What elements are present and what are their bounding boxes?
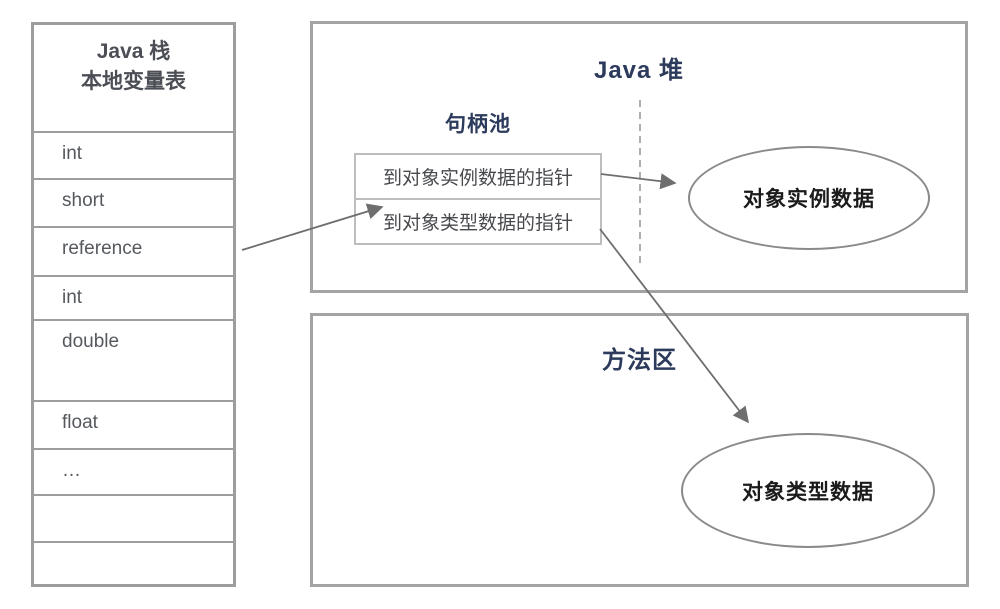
stack-row-float: float	[34, 400, 233, 448]
stack-row-empty-2	[34, 541, 233, 584]
method-area-region-box: 方法区 对象类型数据	[310, 313, 969, 587]
heap-title: Java 堆	[593, 57, 685, 84]
method-area-title: 方法区	[602, 347, 677, 374]
stack-row-int-1: int	[34, 131, 233, 178]
handle-pool-entry-type-pointer: 到对象类型数据的指针	[354, 198, 602, 245]
stack-title-line2: 本地变量表	[81, 69, 186, 93]
stack-row-empty-1	[34, 494, 233, 541]
object-instance-data-ellipse: 对象实例数据	[688, 146, 930, 250]
handle-pool: 到对象实例数据的指针 到对象类型数据的指针	[354, 153, 602, 245]
stack-table-header: Java 栈 本地变量表	[34, 25, 233, 131]
heap-region-box: Java 堆 句柄池 到对象实例数据的指针 到对象类型数据的指针 对象实例数据	[310, 21, 968, 293]
stack-local-variable-table: Java 栈 本地变量表 int short reference int dou…	[31, 22, 236, 587]
handle-pool-entry-instance-pointer: 到对象实例数据的指针	[354, 153, 602, 200]
stack-row-short: short	[34, 178, 233, 226]
stack-row-int-2: int	[34, 275, 233, 319]
object-type-data-ellipse: 对象类型数据	[681, 433, 935, 548]
stack-row-reference: reference	[34, 226, 233, 275]
stack-row-double: double	[34, 319, 233, 400]
stack-row-ellipsis: …	[34, 448, 233, 494]
stack-title-line1: Java 栈	[96, 40, 171, 63]
handle-pool-title: 句柄池	[445, 113, 511, 136]
